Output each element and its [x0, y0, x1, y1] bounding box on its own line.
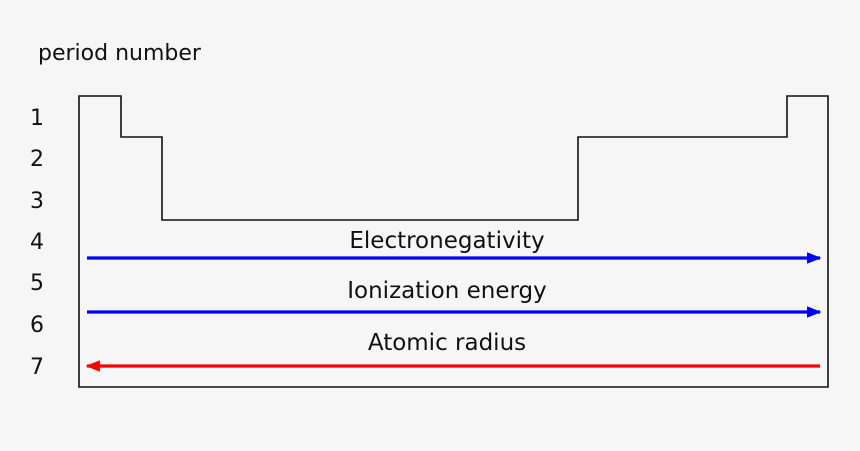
trend-ionization-energy: Ionization energy: [87, 278, 822, 318]
ionization-energy-label: Ionization energy: [347, 278, 547, 304]
period-labels: 1 2 3 4 5 6 7: [30, 106, 44, 380]
trend-atomic-radius: Atomic radius: [85, 330, 820, 372]
period-label-3: 3: [30, 189, 44, 214]
period-number-heading: period number: [38, 41, 202, 66]
period-label-5: 5: [30, 271, 44, 296]
atomic-radius-label: Atomic radius: [368, 330, 526, 356]
trend-electronegativity: Electronegativity: [87, 228, 822, 264]
electronegativity-label: Electronegativity: [349, 228, 544, 254]
periodic-table-outline: [78, 95, 829, 388]
period-label-7: 7: [30, 355, 44, 380]
period-label-1: 1: [30, 106, 44, 131]
period-label-6: 6: [30, 313, 44, 338]
period-label-4: 4: [30, 230, 44, 255]
period-label-2: 2: [30, 147, 44, 172]
